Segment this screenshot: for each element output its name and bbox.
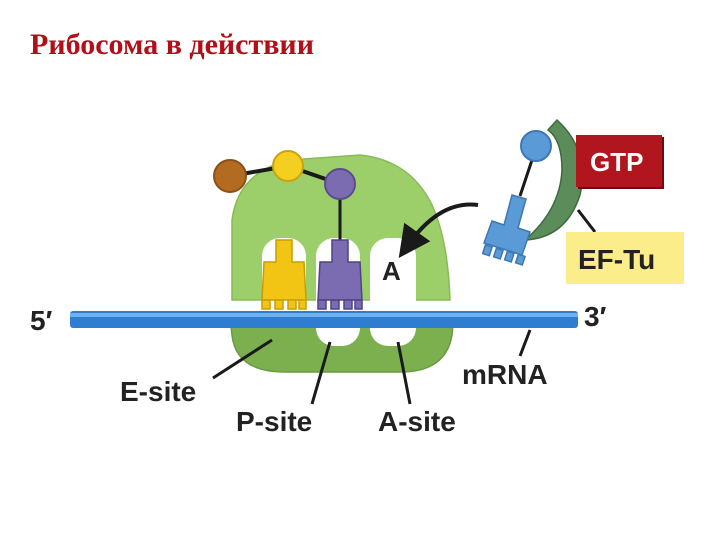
arrow-icon bbox=[398, 202, 479, 259]
e-site-leader bbox=[212, 338, 273, 380]
ef-tu-leader bbox=[576, 209, 597, 233]
trna-p-site bbox=[317, 239, 363, 310]
ef-tu-label: EF-Tu bbox=[578, 244, 655, 275]
p-site-leader bbox=[310, 341, 332, 405]
amino-acid-purple bbox=[324, 168, 356, 200]
gtp-box: GTP bbox=[576, 135, 664, 189]
ef-tu-label-box bbox=[566, 232, 684, 284]
p-site-label: P-site bbox=[236, 406, 312, 437]
slide-title: Рибосома в действии bbox=[30, 28, 314, 61]
trna-incoming bbox=[481, 194, 531, 266]
mrna-label: mRNA bbox=[462, 359, 548, 390]
gtp-label: GTP bbox=[590, 147, 643, 177]
a-site-label: A-site bbox=[378, 406, 456, 437]
three-prime-label: 3′ bbox=[584, 301, 607, 332]
amino-acid-blue bbox=[520, 130, 552, 162]
amino-acid-yellow bbox=[272, 150, 304, 182]
trna-e-site bbox=[261, 239, 307, 310]
e-site-label: E-site bbox=[120, 376, 196, 407]
a-slot-label: A bbox=[382, 256, 401, 286]
mrna-leader bbox=[518, 329, 532, 357]
a-site-leader bbox=[396, 341, 412, 405]
five-prime-label: 5′ bbox=[30, 305, 53, 336]
mrna-highlight bbox=[70, 313, 578, 317]
amino-acid-brown bbox=[213, 159, 247, 193]
a-site-slot bbox=[370, 238, 416, 346]
